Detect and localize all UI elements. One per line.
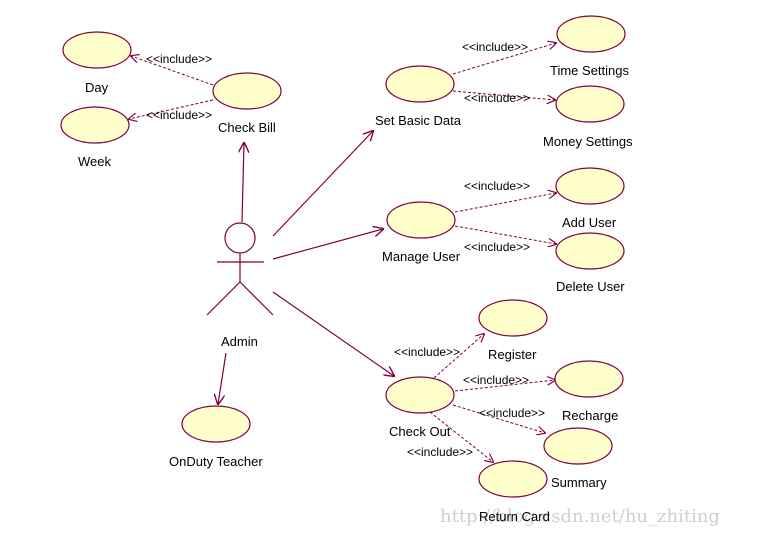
include-label: <<include>> [464, 91, 530, 105]
include-label: <<include>> [407, 445, 473, 459]
use-case-recharge-label: Recharge [562, 408, 618, 423]
use-case-delete-user[interactable] [555, 232, 625, 270]
include-label: <<include>> [462, 40, 528, 54]
assoc-onduty-teacher [218, 352, 227, 404]
use-case-register[interactable] [478, 299, 548, 337]
include-money-settings [452, 90, 555, 100]
include-label: <<include>> [146, 108, 212, 122]
include-label: <<include>> [394, 345, 460, 359]
assoc-set-basic-data [272, 131, 373, 237]
use-case-add-user[interactable] [555, 167, 625, 205]
use-case-check-bill[interactable] [212, 72, 282, 110]
watermark: http://blog.csdn.net/hu_zhiting [440, 506, 720, 527]
assoc-check-bill [242, 143, 244, 223]
use-case-check-out-label: Check Out [389, 424, 451, 439]
include-summary [452, 404, 545, 433]
include-label: <<include>> [464, 240, 530, 254]
include-label: <<include>> [479, 406, 545, 420]
use-case-summary[interactable] [543, 427, 613, 465]
actor-right-leg [239, 281, 274, 316]
include-delete-user [454, 225, 556, 244]
include-label: <<include>> [146, 52, 212, 66]
use-case-day-label: Day [85, 80, 109, 95]
include-week [129, 99, 214, 119]
include-return-card [429, 411, 493, 462]
use-case-onduty-teacher[interactable] [181, 405, 251, 443]
use-case-week[interactable] [60, 106, 130, 144]
use-case-register-label: Register [488, 347, 537, 362]
assoc-check-out [272, 291, 394, 376]
use-case-manage-user-label: Manage User [382, 249, 461, 264]
use-case-time-settings[interactable] [556, 15, 626, 53]
actor-left-leg [206, 281, 241, 316]
include-label: <<include>> [463, 373, 529, 387]
use-case-recharge[interactable] [554, 360, 624, 398]
use-case-set-basic-data-label: Set Basic Data [375, 113, 462, 128]
include-add-user [454, 193, 556, 213]
use-case-check-out[interactable] [385, 376, 455, 414]
use-case-onduty-teacher-label: OnDuty Teacher [169, 454, 263, 469]
use-case-manage-user[interactable] [386, 201, 456, 239]
use-case-return-card[interactable] [478, 460, 548, 498]
use-case-money-settings[interactable] [555, 85, 625, 123]
use-case-set-basic-data[interactable] [385, 65, 455, 103]
include-day [131, 56, 214, 86]
use-case-check-bill-label: Check Bill [218, 120, 276, 135]
use-case-delete-user-label: Delete User [556, 279, 625, 294]
use-case-week-label: Week [78, 154, 111, 169]
assoc-manage-user [272, 229, 383, 260]
include-register [433, 334, 484, 379]
use-case-day[interactable] [62, 31, 132, 69]
use-case-return-card-label: Return Card [479, 509, 550, 524]
include-time-settings [452, 43, 556, 75]
use-case-time-settings-label: Time Settings [550, 63, 629, 78]
actor-label: Admin [221, 334, 258, 349]
use-case-summary-label: Summary [551, 475, 607, 490]
include-recharge [454, 380, 555, 392]
use-case-money-settings-label: Money Settings [543, 134, 633, 149]
use-case-add-user-label: Add User [562, 215, 617, 230]
admin-actor[interactable] [206, 222, 274, 316]
include-label: <<include>> [464, 179, 530, 193]
actor-head [224, 222, 256, 254]
